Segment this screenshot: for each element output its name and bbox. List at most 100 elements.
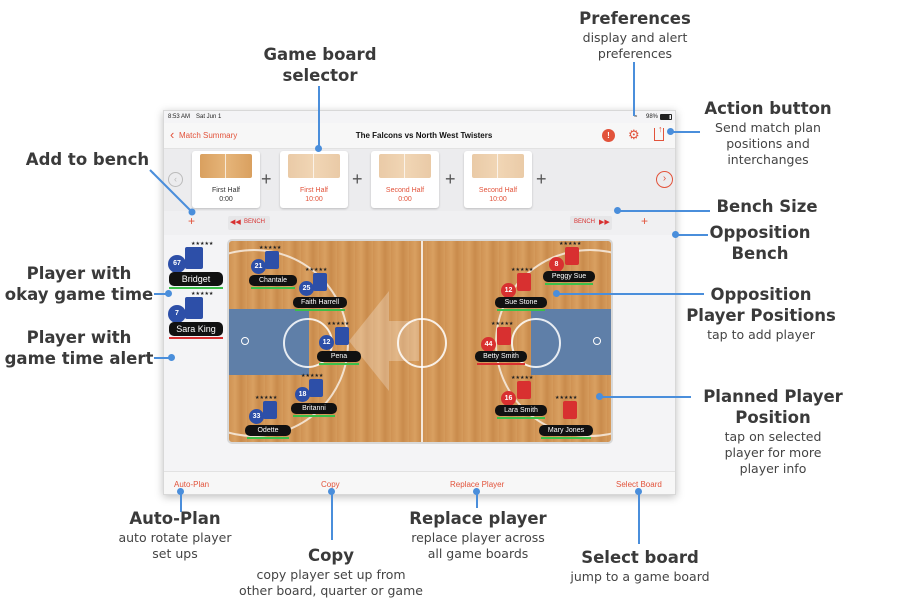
chevron-right-circle-icon[interactable]: › (656, 171, 673, 188)
callout-line (638, 490, 640, 544)
board-thumbnail (472, 154, 524, 178)
chevron-left-circle-icon[interactable]: ‹ (168, 172, 183, 187)
jersey-icon (565, 247, 579, 265)
add-board-button[interactable]: + (261, 169, 272, 189)
board-thumbnail (200, 154, 252, 178)
callout-dot (596, 393, 603, 400)
player-name: Sara King (169, 322, 223, 336)
callout-preferences-sub: display and alert (582, 30, 688, 45)
opposition-player[interactable]: ★★★★★ 16 Lara Smith (493, 375, 549, 421)
callout-line (556, 293, 704, 295)
board-card-1[interactable]: First Half 0:00 (192, 151, 260, 208)
home-player[interactable]: ★★★★★ 33 Odette (243, 395, 293, 441)
player-number: 44 (481, 337, 496, 352)
status-bar: 8:53 AM Sat Jun 1 ≈ 98% (164, 111, 675, 123)
add-board-button[interactable]: + (352, 169, 363, 189)
callout-dot (635, 488, 642, 495)
player-rating: ★★★★★ (555, 395, 578, 401)
board-time: 10:00 (489, 196, 507, 203)
callout-action-sub: Send match plan (715, 120, 821, 135)
bench-player-okay[interactable]: ★★★★★ 67 Bridget (167, 241, 225, 289)
opposition-player[interactable]: ★★★★★ 8 Peggy Sue (541, 241, 597, 287)
opposition-player[interactable]: ★★★★★ 12 Sue Stone (493, 267, 549, 313)
player-number: 67 (168, 255, 186, 273)
home-player[interactable]: ★★★★★ 18 Britanni (289, 373, 339, 419)
board-card-4[interactable]: Second Half 10:00 (464, 151, 532, 208)
battery-level: 98% (646, 114, 659, 120)
game-time-bar (497, 309, 545, 311)
callout-preferences-title: Preferences (579, 9, 691, 28)
game-board-court[interactable]: ★★★★★ 21 Chantale ★★★★★ 25 Faith Harrell… (227, 239, 613, 444)
chevron-left-icon[interactable]: ‹ (170, 127, 175, 142)
back-button[interactable]: Match Summary (179, 131, 238, 140)
player-rating: ★★★★★ (559, 241, 582, 247)
home-player[interactable]: ★★★★★ 25 Faith Harrell (291, 267, 349, 313)
player-rating: ★★★★★ (327, 321, 350, 327)
bench-bar: + ◀◀ BENCH BENCH ▶▶ + (164, 211, 675, 235)
add-to-bench-button[interactable]: + (188, 214, 196, 228)
player-number: 18 (295, 387, 310, 402)
alert-icon[interactable]: ! (602, 129, 615, 142)
player-rating: ★★★★★ (259, 245, 282, 251)
jersey-icon (335, 327, 349, 345)
player-number: 12 (319, 335, 334, 350)
gear-icon[interactable]: ⚙ (628, 127, 640, 142)
board-thumbnail (288, 154, 340, 178)
auto-plan-button[interactable]: Auto-Plan (174, 480, 210, 489)
board-thumbnail (379, 154, 431, 178)
game-time-bar (295, 309, 345, 311)
add-board-button[interactable]: + (536, 169, 547, 189)
opposition-player[interactable]: ★★★★★ Mary Jones (537, 395, 595, 441)
callout-dot (177, 488, 184, 495)
player-name: Lara Smith (495, 405, 547, 416)
callout-copy-sub: copy player set up from (256, 567, 406, 582)
callout-dot (315, 145, 322, 152)
home-player[interactable]: ★★★★★ 12 Pena (315, 321, 363, 367)
player-name: Betty Smith (475, 351, 527, 362)
player-number: 25 (299, 281, 314, 296)
add-board-button[interactable]: + (445, 169, 456, 189)
jersey-icon (263, 401, 277, 419)
callout-preferences-sub: preferences (597, 46, 673, 61)
bench-tab-right[interactable] (570, 216, 612, 230)
callout-action-sub: positions and (726, 136, 810, 151)
board-card-3[interactable]: Second Half 0:00 (371, 151, 439, 208)
callout-planned-title: Planned Player (703, 387, 843, 406)
opposition-player[interactable]: ★★★★★ 44 Betty Smith (473, 321, 529, 367)
callout-copy-sub: other board, quarter or game (239, 583, 423, 598)
player-rating: ★★★★★ (305, 267, 328, 273)
jersey-icon (309, 379, 323, 397)
callout-dot (473, 488, 480, 495)
add-opposition-bench-button[interactable]: + (641, 214, 649, 228)
callout-replace-sub: replace player across (411, 530, 545, 545)
callout-add-bench-title: Add to bench (25, 150, 150, 169)
jersey-icon (517, 381, 531, 399)
player-name: Peggy Sue (543, 271, 595, 282)
bench-player-alert[interactable]: ★★★★★ 7 Sara King (167, 291, 225, 339)
double-chevron-left-icon: ◀◀ (230, 219, 241, 226)
callout-player-alert-title: game time alert (4, 349, 154, 368)
player-rating: ★★★★★ (301, 373, 324, 379)
home-player[interactable]: ★★★★★ 21 Chantale (247, 245, 301, 291)
board-card-2[interactable]: First Half 10:00 (280, 151, 348, 208)
jersey-icon (185, 297, 203, 319)
player-rating: ★★★★★ (191, 241, 214, 247)
bottom-toolbar: Auto-Plan Copy Replace Player Select Boa… (164, 471, 675, 494)
select-board-button[interactable]: Select Board (616, 480, 662, 489)
callout-action-title: Action button (704, 99, 832, 118)
copy-button[interactable]: Copy (321, 480, 340, 489)
bench-tab-left[interactable] (228, 216, 270, 230)
callout-player-okay-title: okay game time (4, 285, 154, 304)
game-time-bar (169, 287, 223, 289)
player-number: 8 (549, 257, 564, 272)
player-number: 33 (249, 409, 264, 424)
share-arrow-icon: ↑ (658, 124, 663, 134)
callout-bench-size-title: Bench Size (716, 197, 818, 216)
callout-auto-plan-title: Auto-Plan (129, 509, 221, 528)
callout-dot (667, 128, 674, 135)
board-label: Second Half (385, 187, 425, 194)
game-time-bar (247, 437, 289, 439)
replace-player-button[interactable]: Replace Player (450, 480, 505, 489)
share-icon[interactable] (654, 128, 664, 141)
player-rating: ★★★★★ (191, 291, 214, 297)
